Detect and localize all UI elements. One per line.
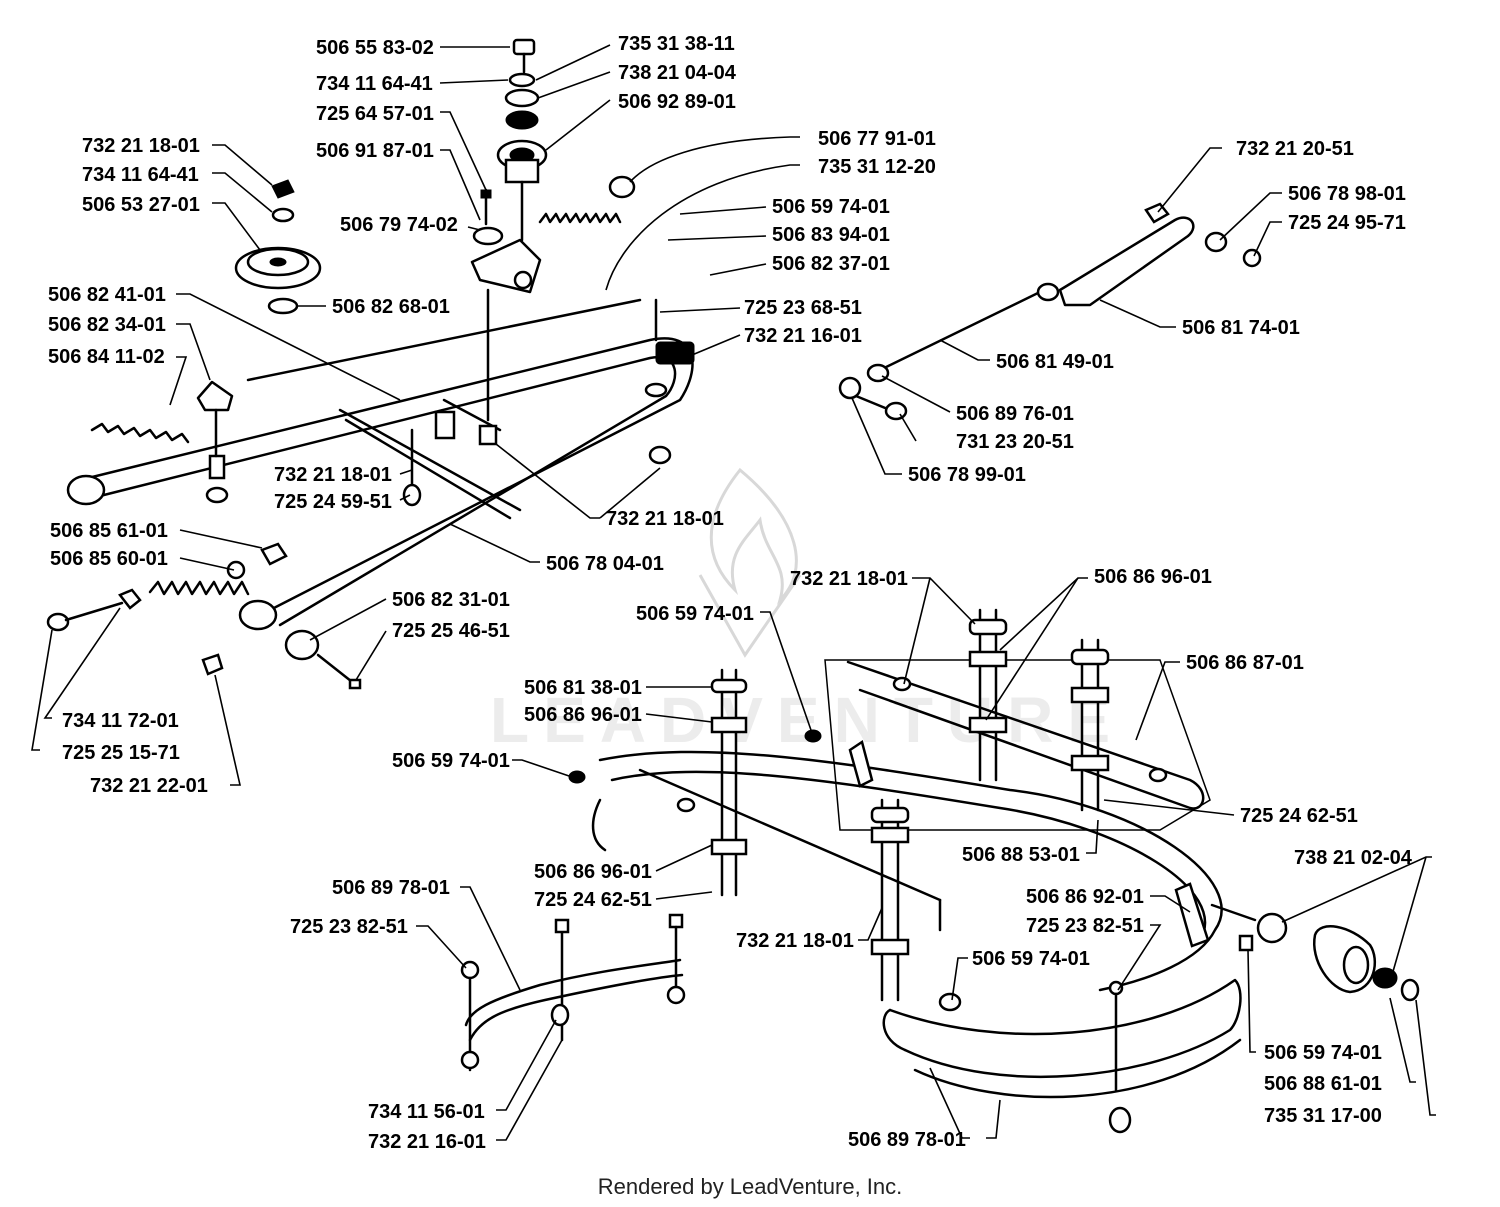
- part-label: 732 21 18-01: [736, 930, 854, 952]
- part-label: 506 82 34-01: [48, 314, 166, 336]
- pivot-bracket: [470, 188, 542, 294]
- part-label: 506 89 78-01: [332, 877, 450, 899]
- part-label: 731 23 20-51: [956, 431, 1074, 453]
- bolt-columns: [710, 608, 1110, 1002]
- part-label: 506 59 74-01: [1264, 1042, 1382, 1064]
- part-label: 506 86 96-01: [524, 704, 642, 726]
- part-label: 506 78 04-01: [546, 553, 664, 575]
- part-label: 506 83 94-01: [772, 224, 890, 246]
- left-bracket: [90, 380, 422, 507]
- part-label: 506 59 74-01: [392, 750, 510, 772]
- part-label: 725 23 68-51: [744, 297, 862, 319]
- part-label: 725 24 62-51: [534, 889, 652, 911]
- part-label: 734 11 56-01: [368, 1101, 485, 1123]
- part-label: 506 88 53-01: [962, 844, 1080, 866]
- part-label: 732 21 20-51: [1236, 138, 1354, 160]
- part-label: 732 21 16-01: [744, 325, 862, 347]
- lower-spring-assembly: [46, 542, 362, 690]
- part-label: 725 24 59-51: [274, 491, 392, 513]
- part-label: 506 86 96-01: [1094, 566, 1212, 588]
- left-pulley: [234, 179, 322, 315]
- part-label: 732 21 18-01: [82, 135, 200, 157]
- part-label: 506 89 76-01: [956, 403, 1074, 425]
- part-label: 506 81 49-01: [996, 351, 1114, 373]
- part-label: 506 81 74-01: [1182, 317, 1300, 339]
- part-label: 732 21 18-01: [274, 464, 392, 486]
- part-label: 725 23 82-51: [290, 916, 408, 938]
- part-label: 735 31 17-00: [1264, 1105, 1382, 1127]
- part-label: 506 88 61-01: [1264, 1073, 1382, 1095]
- part-label: 506 91 87-01: [316, 140, 434, 162]
- rendered-by-footer: Rendered by LeadVenture, Inc.: [597, 1174, 903, 1199]
- right-linkage: [838, 202, 1262, 421]
- part-number-labels: 506 55 83-02 734 11 64-41 725 64 57-01 5…: [48, 33, 1413, 1153]
- part-label: 506 85 61-01: [50, 520, 168, 542]
- part-label: 506 77 91-01: [818, 128, 936, 150]
- part-label: 725 25 46-51: [392, 620, 510, 642]
- part-label: 738 21 02-04: [1294, 847, 1413, 869]
- part-label: 506 78 98-01: [1288, 183, 1406, 205]
- deck-hanger-assembly: [591, 659, 1242, 1099]
- part-label: 506 53 27-01: [82, 194, 200, 216]
- part-label: 506 59 74-01: [636, 603, 754, 625]
- part-label: 506 86 92-01: [1026, 886, 1144, 908]
- tension-spring-top: [538, 175, 636, 224]
- part-label: 738 21 04-04: [618, 62, 737, 84]
- part-label: 725 24 62-51: [1240, 805, 1358, 827]
- part-label: 732 21 22-01: [90, 775, 208, 797]
- part-label: 725 64 57-01: [316, 103, 434, 125]
- part-label: 506 86 96-01: [534, 861, 652, 883]
- part-label: 506 92 89-01: [618, 91, 736, 113]
- lower-left-hanger: [460, 913, 686, 1072]
- part-label: 725 25 15-71: [62, 742, 180, 764]
- part-label: 506 55 83-02: [316, 37, 434, 59]
- small-fasteners: [568, 676, 1254, 1134]
- part-label: 725 24 95-71: [1288, 212, 1406, 234]
- leader-lines: [31, 44, 1436, 1141]
- part-label: 734 11 72-01: [62, 710, 179, 732]
- part-label: 734 11 64-41: [82, 164, 199, 186]
- main-arm-assembly: [66, 288, 695, 661]
- part-drawings: [46, 38, 1420, 1134]
- part-label: 506 86 87-01: [1186, 652, 1304, 674]
- part-label: 506 82 31-01: [392, 589, 510, 611]
- part-label: 506 82 37-01: [772, 253, 890, 275]
- part-label: 506 85 60-01: [50, 548, 168, 570]
- part-label: 732 21 18-01: [606, 508, 724, 530]
- part-label: 506 84 11-02: [48, 346, 165, 368]
- part-label: 506 82 68-01: [332, 296, 450, 318]
- part-label: 735 31 12-20: [818, 156, 936, 178]
- spindle-stack: [496, 38, 548, 242]
- part-label: 506 78 99-01: [908, 464, 1026, 486]
- part-label: 735 31 38-11: [618, 33, 735, 55]
- part-label: 506 81 38-01: [524, 677, 642, 699]
- part-label: 734 11 64-41: [316, 73, 433, 95]
- part-label: 506 59 74-01: [972, 948, 1090, 970]
- part-label: 732 21 18-01: [790, 568, 908, 590]
- part-label: 506 82 41-01: [48, 284, 166, 306]
- part-label: 732 21 16-01: [368, 1131, 486, 1153]
- part-label: 506 59 74-01: [772, 196, 890, 218]
- part-label: 725 23 82-51: [1026, 915, 1144, 937]
- part-label: 506 89 78-01: [848, 1129, 966, 1151]
- deck-wheel: [1210, 903, 1420, 1002]
- part-label: 506 79 74-02: [340, 214, 458, 236]
